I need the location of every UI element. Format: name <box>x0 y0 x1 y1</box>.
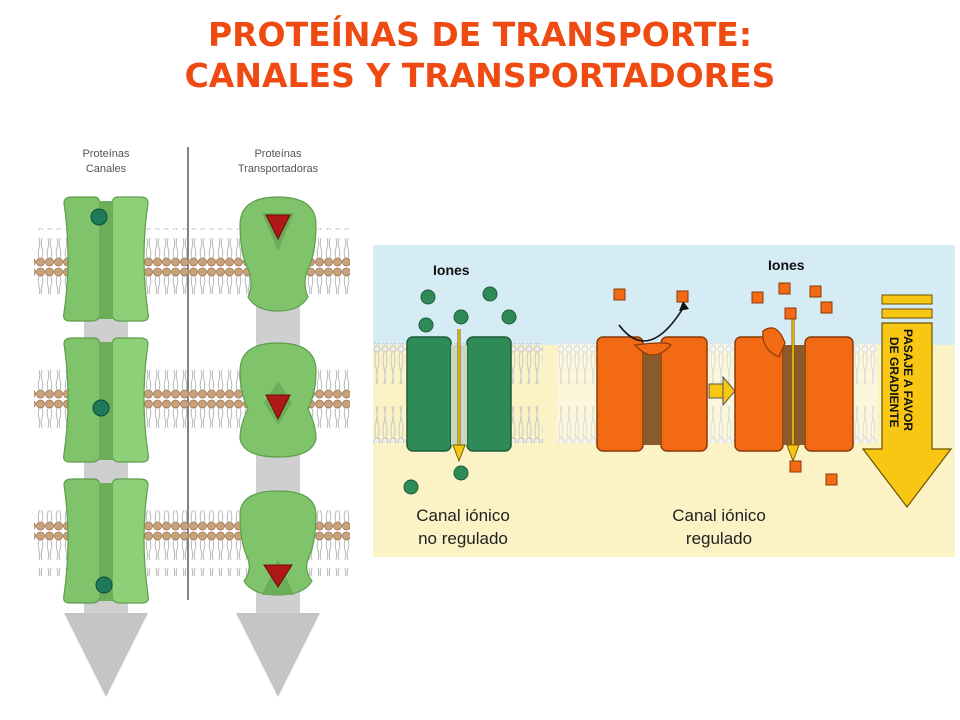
channels-label-line-1: Proteínas <box>82 148 130 160</box>
carrier-protein-1 <box>239 196 317 312</box>
gradient-label-line-2: DE GRADIENTE <box>887 337 901 428</box>
solute-triangle <box>263 564 293 588</box>
caption-regulated-line-1: Canal iónico <box>672 506 766 525</box>
ion-dot <box>403 479 419 495</box>
ion-dot <box>501 309 517 325</box>
page-title: PROTEÍNAS DE TRANSPORTE: CANALES Y TRANS… <box>0 14 960 96</box>
unregulated-channel <box>406 329 512 463</box>
channels-vs-carriers-diagram: Proteínas Canales Proteínas Transportado… <box>34 147 350 697</box>
channel-protein-1 <box>63 196 149 322</box>
ion-square <box>825 473 838 486</box>
ion-square <box>676 290 689 303</box>
ion-dot <box>453 309 469 325</box>
ion-square <box>789 460 802 473</box>
ion-square <box>613 288 626 301</box>
ions-label-right: Iones <box>768 257 805 273</box>
transition-arrow <box>708 375 736 407</box>
title-line-1: PROTEÍNAS DE TRANSPORTE: <box>207 15 753 54</box>
channel-protein-3 <box>63 478 149 604</box>
ion-dot <box>92 399 110 417</box>
ions-label-left: Iones <box>433 262 470 278</box>
ion-square <box>751 291 764 304</box>
channel-protein-2 <box>63 337 149 463</box>
ion-channel-diagram: Iones Iones Canal iónico no regulado Can… <box>373 245 955 557</box>
channels-label-line-2: Canales <box>86 163 127 175</box>
ion-dot <box>420 289 436 305</box>
solute-triangle <box>265 214 291 241</box>
solute-triangle <box>265 394 291 421</box>
regulated-channel-closed <box>596 301 708 452</box>
ion-dot <box>453 465 469 481</box>
ion-square <box>784 307 797 320</box>
gradient-arrow: PASAJE A FAVOR DE GRADIENTE <box>861 294 953 508</box>
ion-dot <box>482 286 498 302</box>
caption-unregulated-line-1: Canal iónico <box>416 506 510 525</box>
ion-dot <box>90 208 108 226</box>
extracellular-medium <box>373 245 955 345</box>
caption-unregulated-line-2: no regulado <box>418 529 508 548</box>
carrier-protein-3 <box>239 490 317 596</box>
title-line-2: CANALES Y TRANSPORTADORES <box>184 56 776 95</box>
ion-dot <box>95 576 113 594</box>
ion-square <box>809 285 822 298</box>
carriers-label-line-1: Proteínas <box>254 148 302 160</box>
caption-regulated-line-2: regulado <box>686 529 752 548</box>
ion-square <box>820 301 833 314</box>
ion-dot <box>418 317 434 333</box>
ion-square <box>778 282 791 295</box>
carriers-label-line-2: Transportadoras <box>238 163 319 175</box>
regulated-channel-open <box>734 311 854 463</box>
carrier-protein-2 <box>239 342 317 458</box>
gradient-label-line-1: PASAJE A FAVOR <box>901 329 915 431</box>
carrier-flow-arrow <box>236 613 320 697</box>
channel-flow-arrow <box>64 613 148 697</box>
